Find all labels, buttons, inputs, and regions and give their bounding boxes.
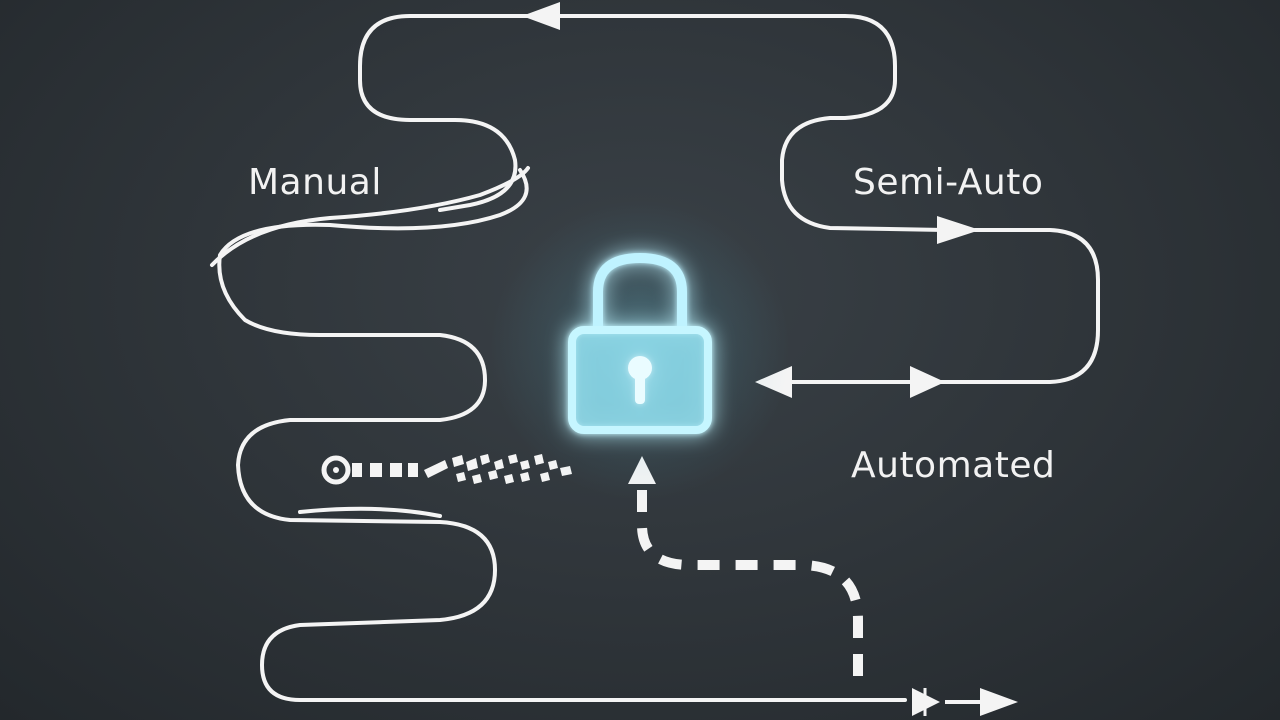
top-connector bbox=[553, 14, 947, 232]
automated-dashed-path bbox=[637, 490, 863, 690]
bottom-arrows bbox=[912, 688, 1018, 716]
semi-auto-label: Semi-Auto bbox=[853, 162, 1044, 203]
manual-path bbox=[210, 14, 907, 702]
semi-auto-path bbox=[788, 228, 1100, 384]
arrow-right-semi-icon bbox=[937, 216, 980, 244]
manual-label: Manual bbox=[248, 162, 382, 203]
automated-label: Automated bbox=[851, 445, 1056, 486]
padlock-icon bbox=[490, 200, 790, 500]
arrow-left-top-icon bbox=[522, 2, 560, 30]
key-icon bbox=[321, 454, 572, 485]
arrow-right-automated-icon bbox=[910, 366, 945, 398]
